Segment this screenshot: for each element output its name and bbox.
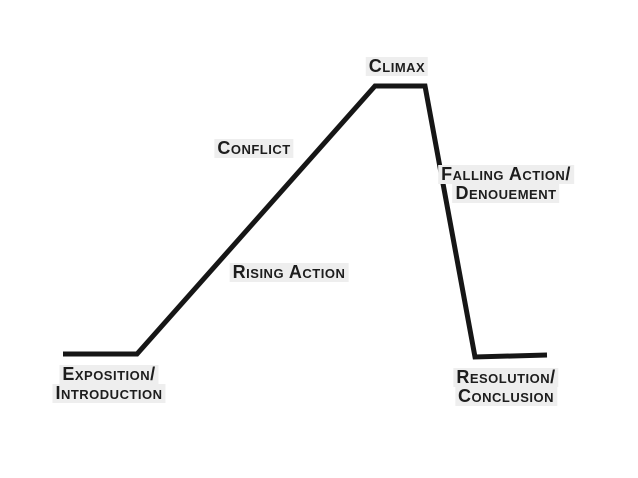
label-rising-action: Rising Action xyxy=(229,263,349,282)
label-exposition: Exposition/ Introduction xyxy=(52,365,166,403)
label-climax: Climax xyxy=(365,57,429,76)
climax-text: Climax xyxy=(365,57,429,76)
falling-action-text-line2: Denouement xyxy=(452,184,560,203)
exposition-text-line1: Exposition/ xyxy=(59,365,159,384)
resolution-text-line1: Resolution/ xyxy=(453,368,559,387)
falling-action-text-line1: Falling Action/ xyxy=(438,165,574,184)
exposition-text-line2: Introduction xyxy=(52,384,166,403)
label-falling-action: Falling Action/ Denouement xyxy=(438,165,574,203)
conflict-text: Conflict xyxy=(214,139,294,158)
label-resolution: Resolution/ Conclusion xyxy=(453,368,559,406)
label-conflict: Conflict xyxy=(214,139,294,158)
resolution-text-line2: Conclusion xyxy=(455,387,557,406)
story-arc-polyline xyxy=(63,83,548,360)
rising-action-text: Rising Action xyxy=(229,263,349,282)
